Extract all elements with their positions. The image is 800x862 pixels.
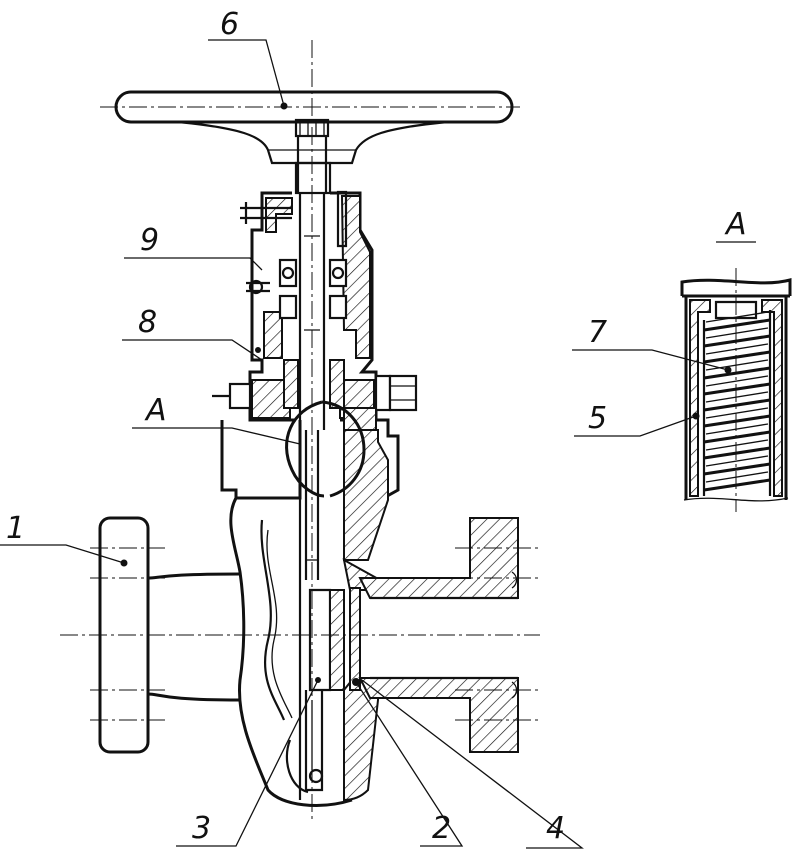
callout-4: 4 [546,811,565,846]
handwheel [114,90,514,165]
detail-a [680,268,792,512]
section-a-circle [285,400,366,498]
callout-9: 9 [140,223,159,258]
callout-labels: 6 9 8 A 1 A 7 5 3 2 4 [6,7,747,846]
callout-2: 2 [432,811,451,846]
valve-body [220,407,400,807]
callout-8: 8 [138,305,157,340]
bonnet-yoke [212,161,418,422]
callout-1: 1 [6,511,25,546]
stem [296,136,328,580]
section-marker-a: A [144,393,167,428]
leader-lines [0,39,756,849]
detail-a-thread [702,310,772,496]
callout-3: 3 [192,811,211,846]
callout-7: 7 [588,315,607,350]
center-lines [60,40,540,820]
callout-5: 5 [588,401,607,436]
detail-a-title: A [724,207,747,242]
callout-6: 6 [220,7,239,42]
